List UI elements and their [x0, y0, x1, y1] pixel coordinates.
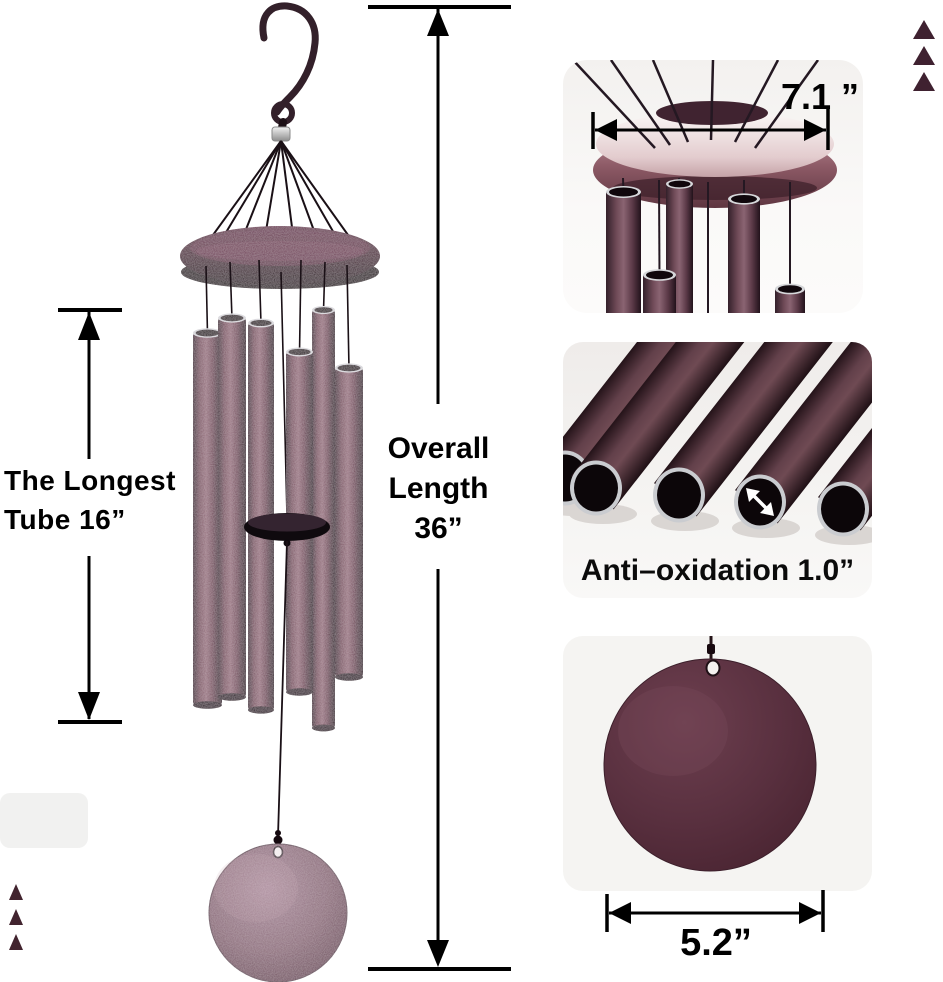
anti-oxidation-caption: Anti–oxidation 1.0”: [580, 554, 855, 587]
corner-markers-bottom-left: [9, 884, 23, 950]
closeup-tubes: [606, 179, 805, 313]
closeup-canopy: [593, 101, 837, 208]
closeup-string-knot: [707, 644, 715, 654]
longest-tube-label: The Longest Tube 16”: [4, 461, 176, 539]
longest-tube-label-line2: Tube 16”: [4, 504, 126, 535]
chime-tube: [193, 328, 222, 709]
corner-marker-icon: [9, 934, 23, 950]
corner-marker-icon: [913, 72, 935, 91]
overall-length-label-line1: Overall: [387, 432, 490, 465]
chime-canopy: [180, 226, 380, 289]
striker: [244, 513, 330, 547]
wind-catcher-closeup-panel: [563, 636, 872, 891]
chime-tube: [335, 363, 363, 681]
canopy-width-label: 7.1 ”: [781, 76, 860, 117]
tubes-closeup-panel: Anti–oxidation 1.0”: [563, 342, 872, 598]
corner-marker-icon: [913, 20, 935, 39]
measure-arrow-canopy-width: [591, 107, 830, 150]
wind-catcher-width-label: 5.2”: [680, 922, 752, 964]
wind-catcher-disc: [208, 843, 348, 982]
corner-marker-icon: [9, 909, 23, 925]
overall-length-label-line3: 36”: [414, 512, 463, 545]
canopy-closeup-art: [572, 60, 837, 313]
wind-catcher-string: [273, 540, 288, 845]
overall-length-label: Overall Length 36”: [372, 429, 505, 549]
closeup-wind-catcher-disc: [603, 658, 817, 872]
overall-length-label-line2: Length: [388, 472, 489, 505]
measure-arrow-overall-length: [368, 5, 511, 971]
wind-catcher-closeup-art: [603, 636, 817, 872]
corner-markers-top-right: [913, 20, 935, 91]
corner-marker-icon: [913, 46, 935, 65]
tubes-closeup-art: [563, 342, 872, 545]
hanging-hook-icon: [259, 2, 319, 142]
closeup-tube-strings: [622, 177, 791, 313]
chime-tube: [218, 313, 246, 701]
canopy-closeup-panel: [563, 60, 863, 313]
tube-diameter-arrow-icon: [746, 488, 774, 516]
photo-shadow: [0, 793, 88, 848]
wind-chime-illustration: [58, 2, 511, 982]
measure-arrow-longest-tube: [58, 308, 122, 724]
measure-arrow-disc-width: [605, 890, 825, 932]
corner-marker-icon: [9, 884, 23, 900]
tube-strings: [205, 259, 350, 517]
longest-tube-label-line1: The Longest: [4, 465, 176, 496]
chime-tube: [312, 306, 335, 732]
closeup-diagonal-tubes: [563, 342, 872, 537]
